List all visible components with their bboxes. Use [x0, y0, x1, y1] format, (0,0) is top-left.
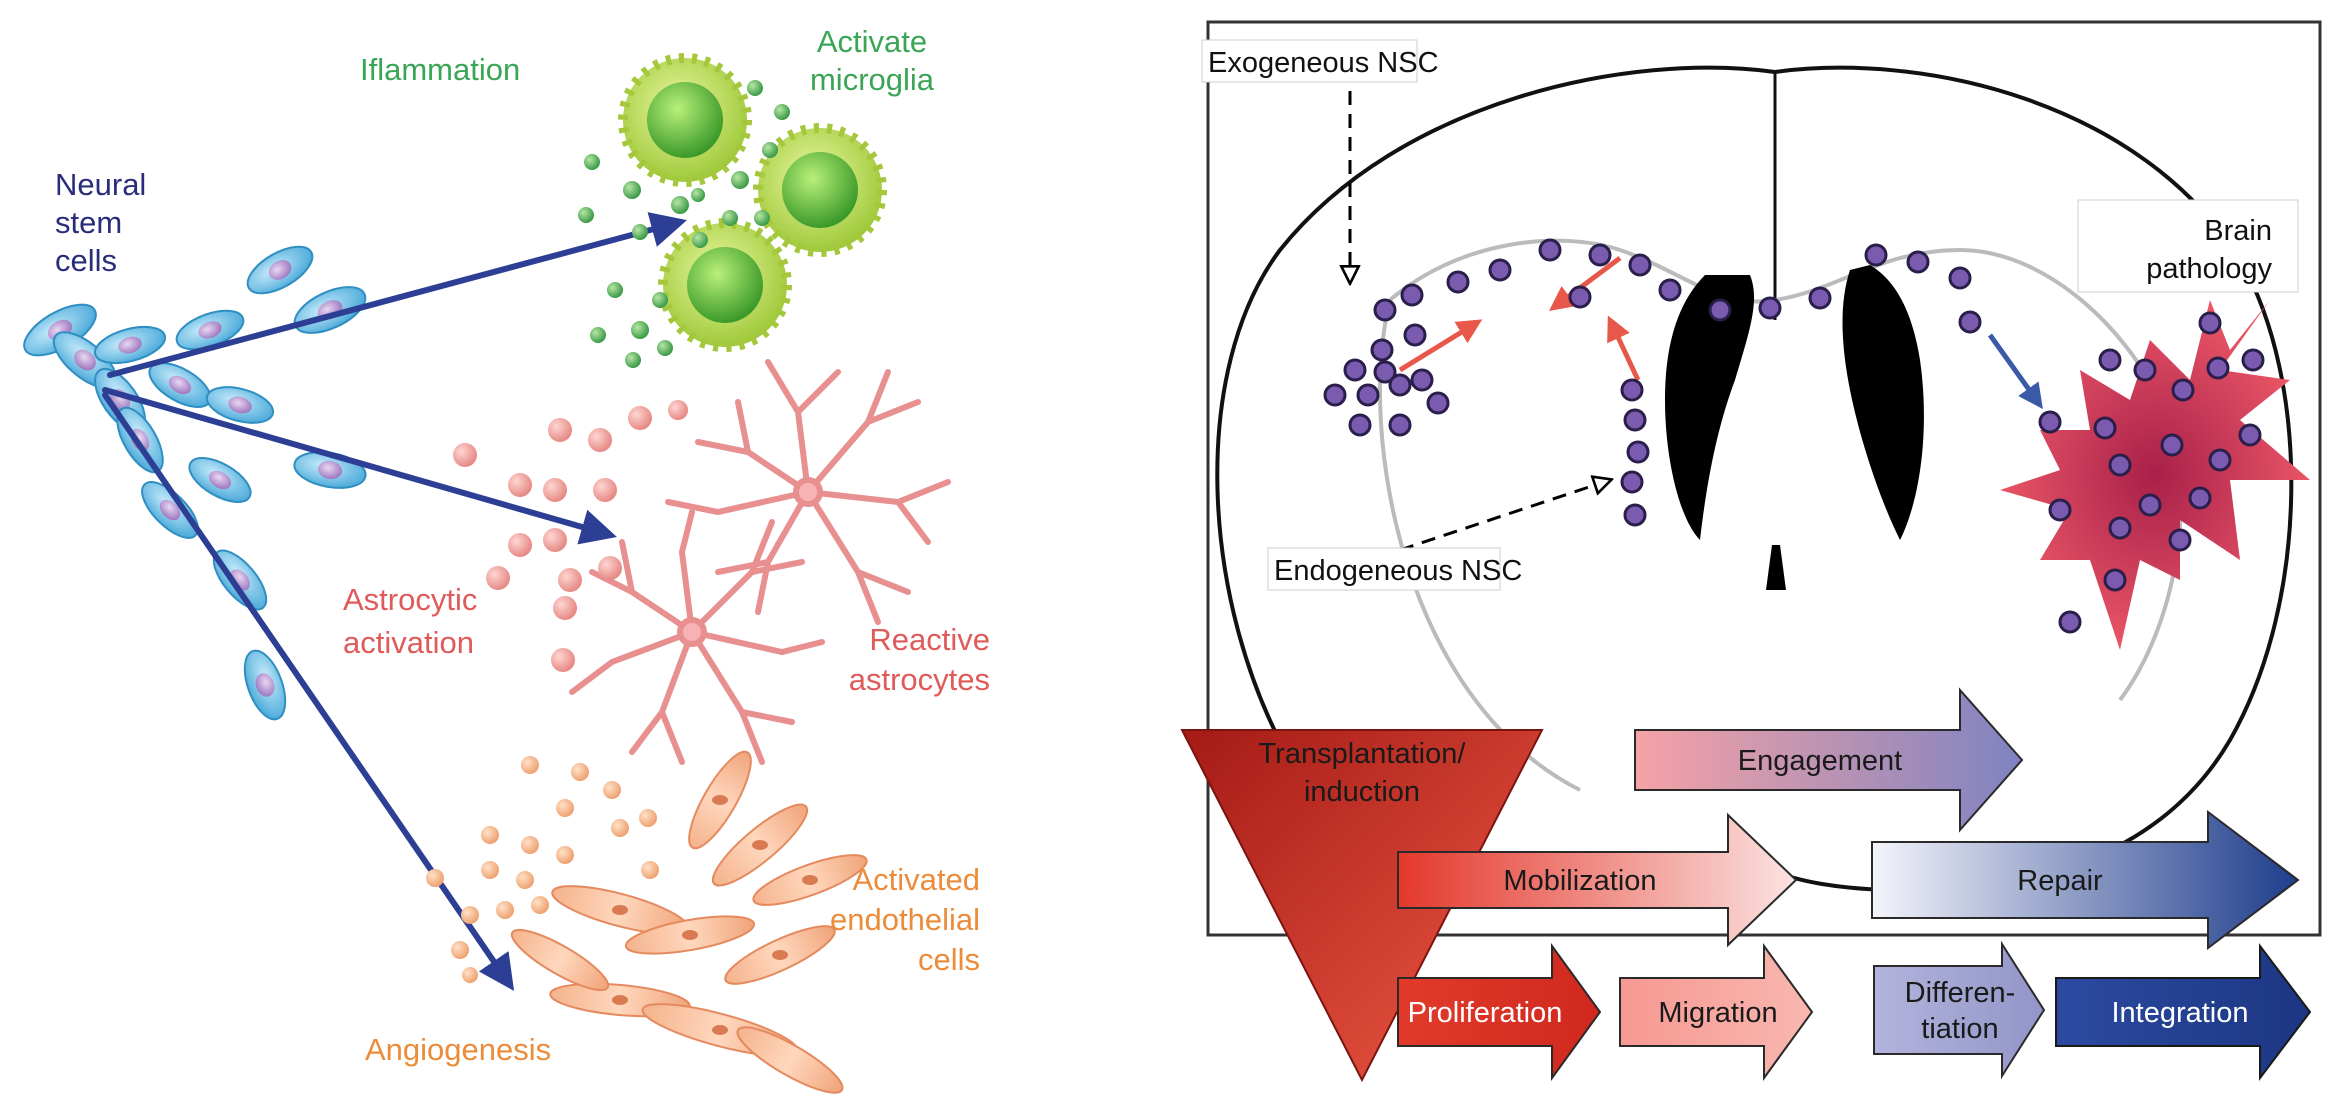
activate-microglia-label-2: microglia: [810, 62, 935, 97]
transplantation-label-2: induction: [1304, 776, 1420, 808]
transplantation-label-1: Transplantation/: [1259, 738, 1467, 770]
nsc-cells: [1323, 238, 2265, 634]
red-migration-arrow-top: [1548, 255, 1622, 311]
reactive-astrocytes: [453, 359, 951, 765]
brain-pathology-label-2: pathology: [2146, 253, 2272, 285]
neural-stem-cells-label-2: stem: [55, 205, 122, 240]
activated-endothelial-label-1: Activated: [852, 862, 980, 897]
endogeneous-nsc-callout: Endogeneous NSC: [1267, 547, 1522, 591]
endogeneous-dashed-arrow: [1399, 480, 1610, 552]
blue-engagement-arrow: [1987, 333, 2043, 410]
repair-arrow: [1871, 809, 2300, 951]
integration-label: Integration: [2111, 997, 2248, 1029]
activate-microglia-label-1: Activate: [817, 24, 927, 59]
arrow-to-astrocytes: [102, 387, 617, 545]
engagement-arrow: [1634, 687, 2024, 833]
migration-label: Migration: [1658, 997, 1777, 1029]
mobilization-arrow: [1397, 812, 1798, 948]
left-panel: Iflammation Activate microglia Neural st…: [0, 0, 1160, 1110]
activated-endothelial-label-3: cells: [918, 942, 980, 977]
repair-label: Repair: [2017, 865, 2103, 897]
differentiation-label-2: tiation: [1921, 1013, 1998, 1045]
neural-stem-cells-label-3: cells: [55, 243, 117, 278]
reactive-astrocytes-label-1: Reactive: [869, 622, 990, 657]
red-migration-arrow-1: [1398, 319, 1483, 373]
navy-arrows: [102, 212, 687, 991]
migration-arrow: [1619, 942, 1814, 1082]
cell-response-diagram: Iflammation Activate microglia Neural st…: [23, 24, 990, 1094]
exogeneous-nsc-callout: Exogeneous NSC: [1201, 39, 1439, 83]
activated-endothelial-cells: [426, 750, 868, 1094]
arrow-to-microglia: [107, 212, 687, 378]
neural-stem-cells-cluster: [23, 245, 367, 721]
microglia-cluster: [578, 53, 887, 368]
differentiation-label-1: Differen-: [1905, 977, 2016, 1009]
neural-stem-cells-label-1: Neural: [55, 167, 146, 202]
arrow-to-endothelium: [102, 392, 515, 991]
red-migration-arrow-2: [1607, 315, 1641, 382]
endogeneous-nsc-label: Endogeneous NSC: [1274, 555, 1522, 587]
brain-pathology-callout: Brain pathology: [2077, 199, 2299, 293]
exogeneous-nsc-label: Exogeneous NSC: [1208, 47, 1439, 79]
proliferation-arrow: [1397, 942, 1602, 1082]
angiogenesis-label: Angiogenesis: [365, 1032, 551, 1067]
engagement-label: Engagement: [1738, 745, 1902, 777]
right-panel: Exogeneous NSC Endogeneous NSC Brain pat…: [1160, 0, 2344, 1110]
mobilization-label: Mobilization: [1503, 865, 1656, 897]
brain-pathology-lesion: [2000, 300, 2310, 650]
differentiation-arrow: [1873, 940, 2046, 1080]
inflammation-label: Iflammation: [360, 52, 520, 87]
ventricles: [1665, 265, 1924, 590]
proliferation-label: Proliferation: [1408, 997, 1563, 1029]
astrocytic-activation-label-1: Astrocytic: [343, 582, 477, 617]
integration-arrow: [2055, 943, 2312, 1081]
astrocytic-activation-label-2: activation: [343, 625, 474, 660]
reactive-astrocytes-label-2: astrocytes: [849, 662, 990, 697]
activated-endothelial-label-2: endothelial: [830, 902, 980, 937]
brain-pathology-label-1: Brain: [2204, 215, 2272, 247]
nsc-therapy-diagram: Exogeneous NSC Endogeneous NSC Brain pat…: [1180, 20, 2322, 1083]
